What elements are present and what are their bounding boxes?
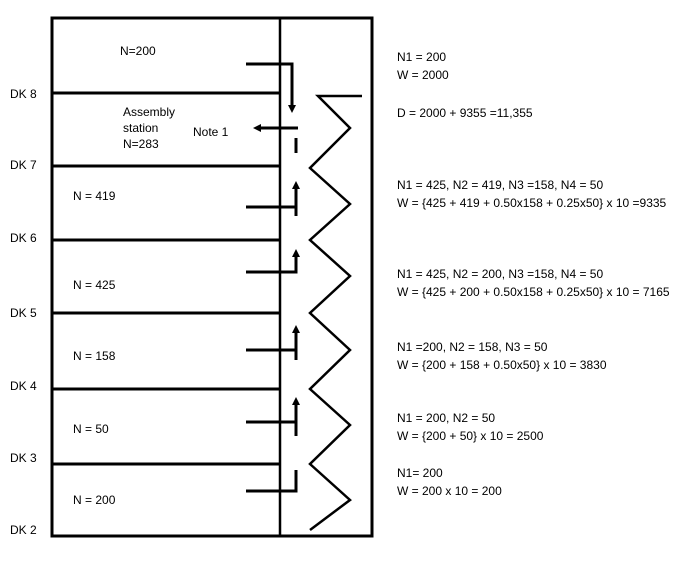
calc-7-line-2: W = 200 x 10 = 200 <box>397 484 502 498</box>
calc-4-line-1: N1 = 425, N2 = 200, N3 =158, N4 = 50 <box>397 267 604 281</box>
area-dk4-5-count: N = 158 <box>73 349 116 363</box>
calc-5-line-2: W = {200 + 158 + 0.50x50} x 10 = 3830 <box>397 358 607 372</box>
calc-block-4: N1 = 425, N2 = 200, N3 =158, N4 = 50 W =… <box>397 265 670 301</box>
calc-block-1: N1 = 200 W = 2000 <box>397 48 449 84</box>
note-1-label: Note 1 <box>193 125 229 139</box>
area-dk3-4-count: N = 50 <box>73 422 109 436</box>
arrow-dk5-6 <box>246 249 300 274</box>
calc-block-5: N1 =200, N2 = 158, N3 = 50 W = {200 + 15… <box>397 338 607 374</box>
calc-block-2: D = 2000 + 9355 =11,355 <box>397 106 533 120</box>
assembly-line-3: N=283 <box>123 137 159 151</box>
deck-label-dk7: DK 7 <box>10 158 37 172</box>
deck-label-dk2: DK 2 <box>10 523 37 537</box>
calc-6-line-2: W = {200 + 50} x 10 = 2500 <box>397 429 544 443</box>
deck-label-dk6: DK 6 <box>10 231 37 245</box>
calc-7-line-1: N1= 200 <box>397 466 443 480</box>
calc-1-line-1: N1 = 200 <box>397 50 447 64</box>
area-dk6-7-count: N = 419 <box>73 189 116 203</box>
calc-block-3: N1 = 425, N2 = 419, N3 =158, N4 = 50 W =… <box>397 176 666 212</box>
stair-zigzag <box>308 94 362 531</box>
assembly-line-1: Assembly <box>123 105 176 119</box>
arrow-top-down <box>246 62 296 113</box>
arrow-dk2-3 <box>246 470 298 493</box>
calc-3-line-1: N1 = 425, N2 = 419, N3 =158, N4 = 50 <box>397 178 604 192</box>
deck-label-dk5: DK 5 <box>10 306 37 320</box>
arrow-dk3-4 <box>246 397 300 424</box>
area-top-count: N=200 <box>120 44 156 58</box>
arrow-dk6-7 <box>246 181 300 209</box>
assembly-line-2: station <box>123 121 159 135</box>
calc-block-7: N1= 200 W = 200 x 10 = 200 <box>397 464 502 500</box>
assembly-station-label: Assembly station N=283 <box>123 104 175 152</box>
deck-label-dk8: DK 8 <box>10 87 37 101</box>
area-dk2-3-count: N = 200 <box>73 493 116 507</box>
deck-label-dk3: DK 3 <box>10 451 37 465</box>
calc-6-line-1: N1 = 200, N2 = 50 <box>397 411 496 425</box>
calc-5-line-1: N1 =200, N2 = 158, N3 = 50 <box>397 340 548 354</box>
arrow-dk4-5 <box>246 325 300 352</box>
area-dk5-6-count: N = 425 <box>73 278 116 292</box>
deck-label-dk4: DK 4 <box>10 379 37 393</box>
calc-3-line-2: W = {425 + 419 + 0.50x158 + 0.25x50} x 1… <box>397 196 667 210</box>
calc-1-line-2: W = 2000 <box>397 68 449 82</box>
calc-block-6: N1 = 200, N2 = 50 W = {200 + 50} x 10 = … <box>397 409 543 445</box>
building-outline <box>50 16 374 538</box>
calc-4-line-2: W = {425 + 200 + 0.50x158 + 0.25x50} x 1… <box>397 285 670 299</box>
